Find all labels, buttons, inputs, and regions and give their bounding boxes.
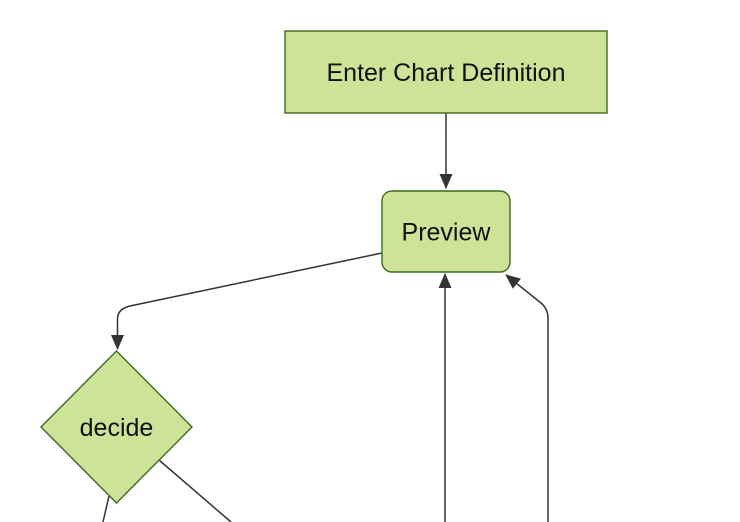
edge-decide-to-offscreen-bottom-left bbox=[102, 495, 110, 522]
edge-offscreen-bottom-right-to-preview bbox=[505, 274, 549, 522]
edge-decide-to-offscreen-bottom-right bbox=[158, 459, 232, 522]
node-decide: decide bbox=[40, 350, 193, 504]
node-layer: Enter Chart Definition Preview decide bbox=[40, 30, 608, 504]
node-enter-chart-definition: Enter Chart Definition bbox=[284, 30, 608, 114]
node-preview: Preview bbox=[381, 190, 511, 273]
node-decide-label: decide bbox=[80, 414, 154, 442]
node-decide-shape bbox=[40, 350, 193, 504]
node-enter-chart-definition-shape bbox=[284, 30, 608, 114]
node-preview-shape bbox=[381, 190, 511, 273]
node-enter-chart-definition-label: Enter Chart Definition bbox=[326, 59, 565, 87]
edge-layer bbox=[102, 113, 549, 522]
edge-preview-to-decide bbox=[111, 252, 383, 350]
node-preview-label: Preview bbox=[402, 218, 492, 246]
